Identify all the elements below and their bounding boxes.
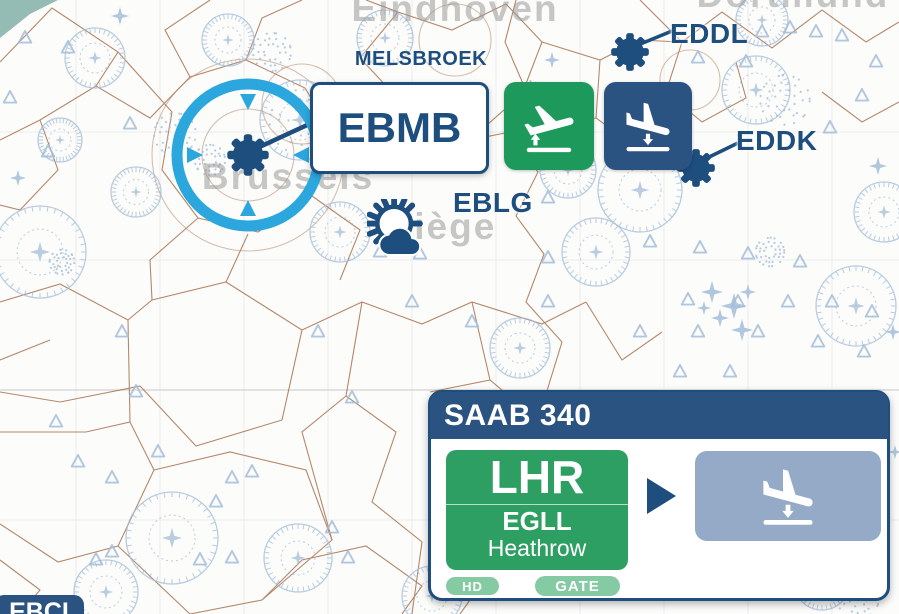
airport-label-eddk[interactable]: EDDK bbox=[736, 125, 818, 156]
badge-gate: GATE bbox=[535, 576, 620, 596]
flight-landing-icon bbox=[756, 464, 820, 528]
airport-label-eblg[interactable]: EBLG bbox=[453, 187, 533, 218]
aircraft-type: SAAB 340 bbox=[444, 398, 592, 432]
arrow-right-icon bbox=[647, 478, 676, 514]
weather-sun-cloud-icon[interactable] bbox=[367, 199, 429, 261]
arrivals-button[interactable] bbox=[604, 82, 692, 170]
departures-button[interactable] bbox=[504, 82, 594, 170]
badge-hd: HD bbox=[446, 577, 499, 595]
airport-marker-gear-icon-eddl[interactable] bbox=[610, 32, 650, 72]
selected-airport-gear-icon[interactable] bbox=[226, 133, 270, 177]
flight-card: SAAB 340 LHR EGLL Heathrow HD GATE bbox=[428, 390, 890, 601]
selected-airport-code-box[interactable]: EBMB bbox=[310, 82, 489, 174]
flight-card-header: SAAB 340 bbox=[430, 392, 888, 439]
arrival-status-box[interactable] bbox=[695, 451, 881, 541]
destination-icao: EGLL bbox=[502, 506, 572, 536]
selected-airport-name: MELSBROEK bbox=[354, 48, 488, 70]
flight-takeoff-icon bbox=[520, 97, 578, 155]
destination-iata: LHR bbox=[489, 451, 585, 503]
airport-label-ebci[interactable]: EBCI bbox=[0, 595, 84, 614]
city-label-dortmund: Dortmund bbox=[668, 0, 899, 16]
flight-landing-icon bbox=[620, 98, 676, 154]
airport-label-eddl[interactable]: EDDL bbox=[670, 18, 749, 49]
city-label-eindhoven: Eindhoven bbox=[351, 0, 559, 29]
destination-divider bbox=[446, 504, 628, 505]
destination-box[interactable]: LHR EGLL Heathrow bbox=[446, 450, 628, 570]
destination-name: Heathrow bbox=[487, 535, 587, 561]
